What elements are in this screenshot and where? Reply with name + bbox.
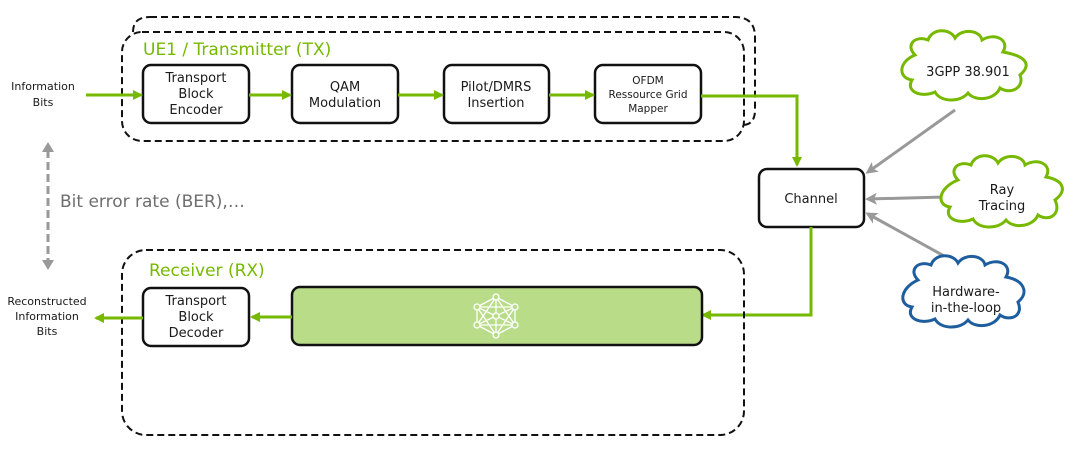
tx-block-line: OFDM [632, 75, 663, 87]
channel-label: Channel [784, 192, 837, 207]
cloud-label: in-the-loop [931, 301, 1001, 316]
tx-block-ofdm-mapper[interactable]: OFDM Ressource Grid Mapper [593, 63, 703, 125]
input-label-line: Bits [33, 96, 54, 109]
tx-block-line: Mapper [628, 103, 668, 115]
receiver-group-outline [121, 249, 745, 436]
cloud-label: Ray [990, 183, 1015, 198]
arrow-hil-to-channel [865, 212, 956, 264]
transmitter-title: UE1 / Transmitter (TX) [143, 40, 331, 60]
rx-block-line: Transport [164, 294, 226, 309]
cloud-label: Tracing [978, 199, 1026, 214]
tx-block-line: QAM [330, 80, 360, 95]
channel-model-ray-tracing[interactable]: Ray Tracing [939, 154, 1064, 229]
tx-block-line: Insertion [467, 96, 524, 111]
transmitter-group-outline [121, 31, 745, 142]
arrow-channel-to-rx [701, 227, 813, 320]
tx-block-line: Encoder [169, 103, 223, 118]
tx-block-line: Ressource Grid [609, 89, 688, 101]
neural-receiver-block[interactable] [290, 285, 704, 347]
tx-block-qam-modulation[interactable]: QAM Modulation [290, 63, 400, 125]
arrow-down-icon [42, 260, 54, 270]
cloud-icon [901, 254, 1026, 329]
input-label-line: Information [11, 80, 75, 93]
tx-block-line: Modulation [309, 96, 381, 111]
arrow-raytracing-to-channel [865, 192, 946, 205]
transmitter-group: UE1 / Transmitter (TX) [121, 16, 756, 142]
arrow-ofdm-to-channel [701, 94, 802, 167]
rx-block-line: Block [178, 310, 214, 325]
tx-block-pilot-dmrs[interactable]: Pilot/DMRS Insertion [442, 63, 551, 125]
receiver-group: Receiver (RX) [121, 249, 745, 436]
output-label-line: Information [15, 310, 79, 323]
arrow-3gpp-to-channel [865, 108, 956, 174]
tx-block-transport-encoder[interactable]: Transport Block Encoder [141, 63, 251, 125]
output-label-line: Reconstructed [7, 295, 86, 308]
channel-model-3gpp[interactable]: 3GPP 38.901 [900, 29, 1028, 102]
tx-block-line: Pilot/DMRS [461, 80, 532, 95]
tx-block-line: Block [178, 87, 214, 102]
tx-block-line: Transport [164, 71, 226, 86]
ber-label: Bit error rate (BER),… [60, 192, 245, 212]
ber-metric: Bit error rate (BER),… [42, 142, 245, 270]
transmitter-group-outline-back [150, 16, 756, 126]
rx-block-line: Decoder [169, 326, 224, 341]
cloud-icon [939, 154, 1064, 229]
channel-model-hardware-in-the-loop[interactable]: Hardware- in-the-loop [901, 254, 1026, 329]
channel-block[interactable]: Channel [757, 167, 866, 229]
reconstructed-bits-label: Reconstructed Information Bits [7, 295, 86, 338]
information-bits-label: Information Bits [11, 80, 75, 109]
neural-network-icon [473, 293, 519, 339]
transmitter-group-outline-back-left [132, 16, 151, 33]
output-label-line: Bits [37, 325, 58, 338]
arrow-up-icon [42, 142, 54, 152]
cloud-icon [900, 29, 1028, 102]
rx-block-transport-decoder[interactable]: Transport Block Decoder [141, 286, 251, 348]
cloud-label: 3GPP 38.901 [926, 65, 1010, 80]
receiver-title: Receiver (RX) [149, 261, 265, 281]
cloud-label: Hardware- [932, 285, 1000, 300]
